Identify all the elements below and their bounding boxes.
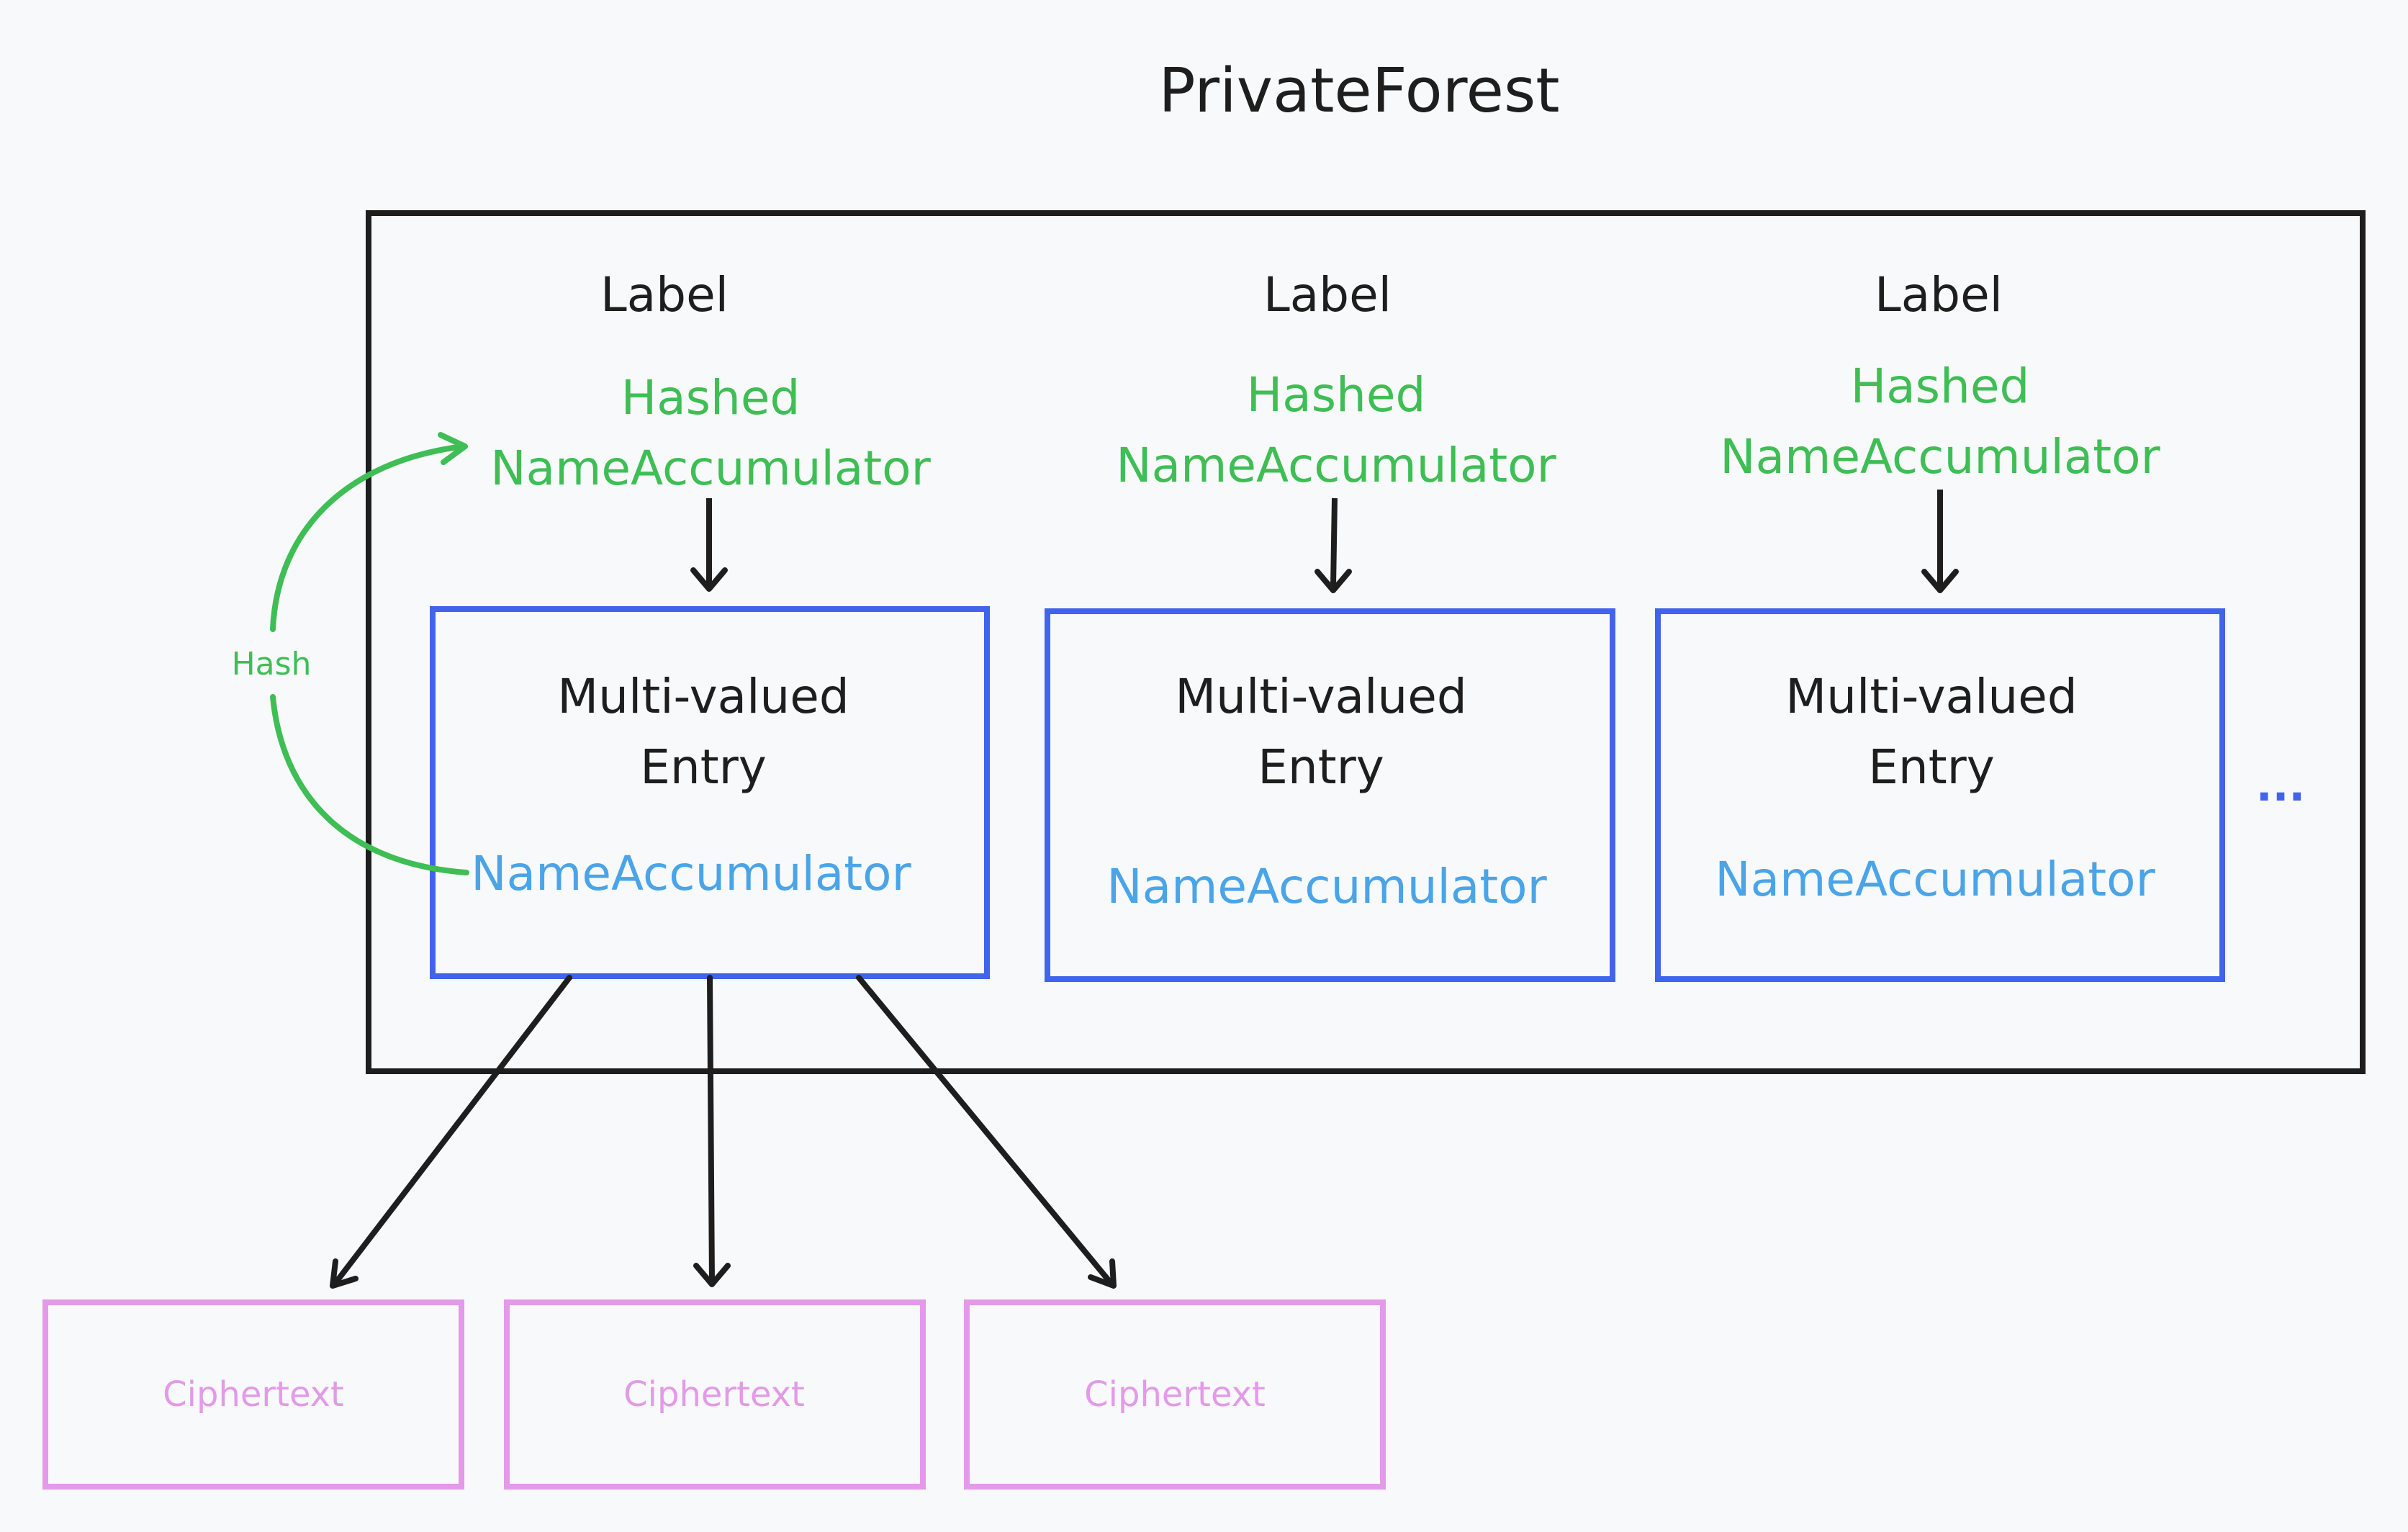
ciphertext-rect: [42, 1299, 464, 1490]
ciphertext-box-2: Ciphertext: [504, 1299, 926, 1490]
hash-arrow: Hash: [232, 432, 469, 875]
arrow-head: [690, 567, 728, 592]
label-text: Label: [1875, 267, 2003, 323]
entry-title-line1: Multi-valued: [557, 669, 849, 724]
hash-label: Hash: [232, 646, 312, 682]
ciphertext-label: Ciphertext: [623, 1374, 805, 1415]
multi-valued-entry-box: [1655, 608, 2225, 982]
forest-column-3: Label Hashed NameAccumulator Multi-value…: [1655, 267, 2225, 982]
hashed-name-accumulator-line1: Hashed: [621, 370, 801, 425]
forest-column-2: Label Hashed NameAccumulator Multi-value…: [1045, 267, 1615, 982]
arrow-head: [1921, 569, 1959, 593]
entry-title-line1: Multi-valued: [1175, 669, 1467, 724]
hashed-name-accumulator-line1: Hashed: [1851, 359, 2030, 414]
entry-title-line2: Entry: [1868, 739, 1995, 795]
ciphertext-label: Ciphertext: [1084, 1374, 1266, 1415]
hashed-name-accumulator-line2: NameAccumulator: [1720, 429, 2160, 485]
hashed-name-accumulator-line1: Hashed: [1247, 367, 1426, 423]
arrow-head: [693, 1263, 731, 1287]
entry-to-ciphertext-arrows: [330, 975, 1117, 1289]
hashed-to-entry-arrow: [1330, 497, 1338, 587]
hash-arc-upper: [270, 443, 466, 632]
ciphertext-box-1: Ciphertext: [42, 1299, 464, 1490]
arrow-head: [330, 1258, 359, 1289]
hashed-name-accumulator-line2: NameAccumulator: [1116, 438, 1556, 493]
hashed-name-accumulator-line2: NameAccumulator: [490, 441, 931, 496]
label-text: Label: [600, 267, 729, 323]
ciphertext-rect: [964, 1299, 1386, 1490]
arrow-to-ciphertext-3: [856, 975, 1114, 1286]
arrow-to-ciphertext-2: [707, 975, 715, 1284]
multi-valued-entry-box: [1045, 608, 1615, 982]
name-accumulator-text: NameAccumulator: [1106, 859, 1547, 914]
more-entries-ellipsis: ...: [2256, 761, 2305, 811]
arrow-head: [1088, 1258, 1117, 1289]
name-accumulator-text: NameAccumulator: [471, 846, 911, 901]
arrow-to-ciphertext-1: [333, 975, 572, 1286]
ciphertext-rect: [504, 1299, 926, 1490]
arrow-head: [1315, 569, 1352, 593]
name-accumulator-text: NameAccumulator: [1715, 852, 2155, 907]
hash-arc-lower: [270, 694, 469, 875]
ciphertext-label: Ciphertext: [163, 1374, 344, 1415]
label-text: Label: [1263, 267, 1392, 323]
hash-arrow-head: [438, 432, 468, 465]
entry-title-line2: Entry: [640, 739, 767, 795]
entry-title-line2: Entry: [1258, 739, 1384, 795]
ciphertext-box-3: Ciphertext: [964, 1299, 1386, 1490]
forest-column-1: Label Hashed NameAccumulator Multi-value…: [430, 267, 990, 979]
private-forest-container: [366, 210, 2366, 1074]
diagram-title: PrivateForest: [1158, 55, 1559, 127]
entry-title-line1: Multi-valued: [1785, 669, 2078, 724]
